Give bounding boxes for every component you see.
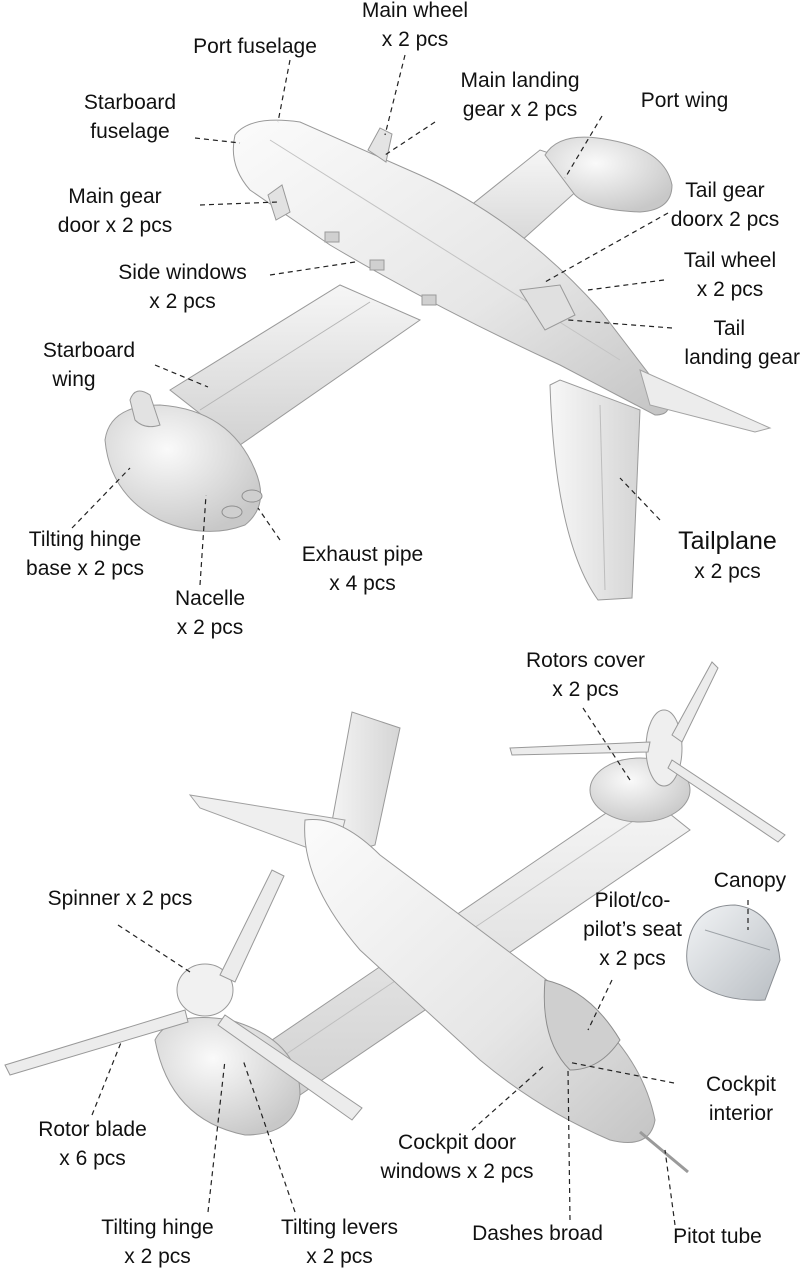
label-cockpit-interior: Cockpit interior xyxy=(705,1073,777,1125)
label-tail-landing-gear: Tail landing gear xyxy=(684,317,800,369)
label-main-landing-gear: Main landing gear x 2 pcs xyxy=(460,69,580,121)
label-side-windows: Side windows x 2 pcs xyxy=(118,261,247,313)
label-main-gear-door: Main gear door x 2 pcs xyxy=(57,185,173,237)
label-nacelle: Nacelle x 2 pcs xyxy=(174,587,246,639)
top-tailplane-vertical xyxy=(549,379,641,601)
leader-lines xyxy=(71,54,749,1226)
bottom-right-blade-1 xyxy=(509,741,651,756)
top-model xyxy=(104,119,772,601)
label-starboard-fuselage: Starboard fuselage xyxy=(83,91,177,143)
label-spinner: Spinner x 2 pcs xyxy=(47,887,193,910)
bottom-left-blade-1 xyxy=(219,869,285,983)
label-port-fuselage: Port fuselage xyxy=(193,35,317,58)
bottom-model xyxy=(4,661,786,1174)
label-pitot-tube: Pitot tube xyxy=(673,1225,762,1248)
label-starboard-wing: Starboard wing xyxy=(42,339,136,391)
label-tilting-hinge: Tilting hinge x 2 pcs xyxy=(101,1216,214,1268)
label-tailplane: Tailplane x 2 pcs xyxy=(678,527,777,583)
bottom-right-blade-3 xyxy=(667,759,786,843)
label-exhaust-pipe: Exhaust pipe x 4 pcs xyxy=(301,543,424,595)
label-rotors-cover: Rotors cover x 2 pcs xyxy=(525,649,646,701)
bottom-left-blade-3 xyxy=(217,1014,363,1121)
label-tail-wheel: Tail wheel x 2 pcs xyxy=(683,249,777,301)
label-tilting-levers: Tilting levers x 2 pcs xyxy=(280,1216,399,1268)
label-pilot-seat: Pilot/co- pilot’s seat x 2 pcs xyxy=(583,889,682,970)
bottom-left-blade-2 xyxy=(4,1009,189,1076)
label-tail-gear-door: Tail gear doorx 2 pcs xyxy=(670,179,780,231)
top-starboard-nacelle xyxy=(104,404,262,532)
label-cockpit-door-windows: Cockpit door windows x 2 pcs xyxy=(380,1131,534,1183)
top-tailplane-horizontal xyxy=(639,369,772,433)
label-port-wing: Port wing xyxy=(640,89,729,112)
label-rotor-blade: Rotor blade x 6 pcs xyxy=(38,1118,147,1170)
label-dashes-broad: Dashes broad xyxy=(472,1222,603,1245)
label-tilting-hinge-base: Tilting hinge base x 2 pcs xyxy=(26,528,144,580)
label-main-wheel: Main wheel x 2 pcs xyxy=(361,0,469,51)
canopy-part xyxy=(686,904,781,1001)
top-port-nacelle xyxy=(544,136,673,213)
label-canopy: Canopy xyxy=(713,869,787,892)
bottom-right-blade-2 xyxy=(671,661,719,743)
